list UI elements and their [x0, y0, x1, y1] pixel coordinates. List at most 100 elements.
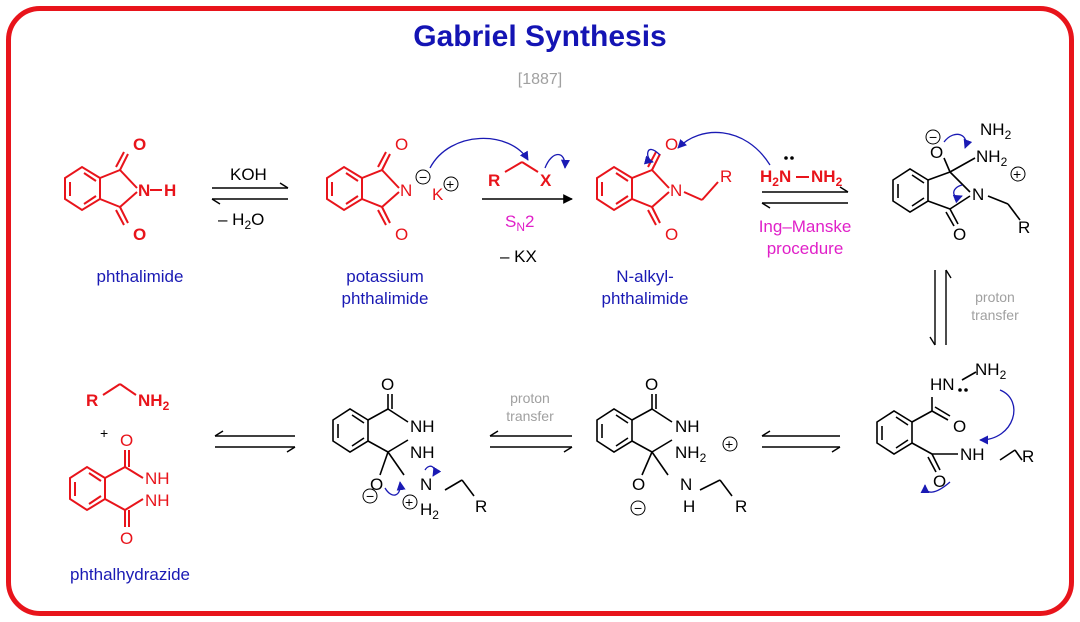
- phthalimide-label: phthalimide: [96, 267, 184, 286]
- vertical-equilibrium-arrow: [929, 269, 952, 346]
- carbonyl-arrow: [643, 148, 661, 165]
- potassium-plus: +: [446, 176, 454, 192]
- cyclic-intermediate-b: [596, 394, 733, 497]
- n-alkyl-o1: O: [665, 135, 678, 154]
- ing-manske-label-1: Ing–Manske: [758, 217, 852, 236]
- minus-h2o-condition: – H2O: [218, 210, 264, 232]
- n-alkyl-phthalimide-structure: [596, 151, 719, 226]
- ro-nh2: NH2: [975, 360, 1007, 382]
- c-o1: O: [381, 375, 394, 394]
- int-a-plus: +: [1013, 166, 1021, 182]
- year-label: [1887]: [517, 71, 563, 88]
- sn2-condition: SN2: [505, 212, 534, 234]
- equilibrium-arrow-6: [489, 430, 573, 453]
- proton-transfer-right-2: transfer: [971, 307, 1019, 323]
- n-alkyl-o2: O: [665, 225, 678, 244]
- minus-kx-condition: – KX: [500, 247, 537, 266]
- potassium-phthalimide-label-1: potassium: [346, 267, 424, 286]
- int-a-nh2: NH2: [980, 120, 1012, 142]
- phth-o2: O: [120, 529, 133, 548]
- ing-manske-label-2: procedure: [766, 239, 844, 258]
- ro-o1: O: [953, 417, 966, 436]
- k-phthalimide-o2: O: [395, 225, 408, 244]
- potassium-phthalimide-label-2: phthalimide: [341, 289, 429, 308]
- phth-nh1: NH: [145, 469, 170, 488]
- b-r: R: [735, 497, 747, 516]
- int-a-nh2-plus: NH2: [976, 147, 1008, 169]
- b-o2: O: [632, 475, 645, 494]
- ro-nh: NH: [960, 445, 985, 464]
- c-r: R: [475, 497, 487, 516]
- b-o-minus: −: [634, 500, 642, 516]
- b-nh2: NH2: [675, 443, 707, 465]
- ro-hn: HN: [930, 375, 955, 394]
- phthalimide-o1: O: [133, 135, 146, 154]
- amine-r: R: [86, 391, 98, 410]
- amine-nh2: NH2: [138, 391, 170, 413]
- hydrazine-attack-arrow: [677, 131, 771, 166]
- phth-nh2: NH: [145, 491, 170, 510]
- int-a-n: N: [972, 185, 984, 204]
- hydrazine: H2N: [760, 167, 791, 189]
- n-anion-minus: −: [419, 169, 427, 185]
- phthalimide-h: H: [164, 181, 176, 200]
- ro-arrow-1: [979, 389, 1015, 445]
- c-nh-2: NH: [410, 443, 435, 462]
- phthalimide-o2: O: [133, 225, 146, 244]
- c-h2: H2: [420, 500, 439, 522]
- c-arrow-1: [384, 481, 406, 496]
- phthalimide-n: N: [138, 181, 150, 200]
- primary-amine-structure: [102, 383, 137, 396]
- equilibrium-arrow-7: [214, 430, 296, 453]
- k-phthalimide-n: N: [400, 181, 412, 200]
- b-nh-lower: N: [680, 475, 692, 494]
- b-plus: +: [725, 436, 733, 452]
- c-o2: O: [370, 475, 383, 494]
- ro-r: R: [1022, 447, 1034, 466]
- int-a-arrow-1: [943, 133, 973, 149]
- alkyl-halide-structure: [504, 161, 539, 173]
- c-n-lower: N: [420, 475, 432, 494]
- n-alkyl-n: N: [670, 181, 682, 200]
- proton-transfer-bottom-1: proton: [510, 390, 550, 406]
- int-a-o-minus: −: [929, 129, 937, 145]
- n-alkyl-phthalimide-label-1: N-alkyl-: [616, 267, 674, 286]
- int-a-r: R: [1018, 218, 1030, 237]
- equilibrium-arrow-4: [761, 186, 849, 209]
- phthalimide-structure: [64, 151, 162, 226]
- n-alkyl-phthalimide-label-2: phthalimide: [601, 289, 689, 308]
- alkyl-halide-r: R: [488, 171, 500, 190]
- nucleophilic-attack-arrow: [429, 137, 529, 169]
- phthalhydrazide-label: phthalhydrazide: [69, 565, 191, 584]
- ro-o2: O: [933, 472, 946, 491]
- b-h-lower: H: [683, 497, 695, 516]
- proton-transfer-bottom-2: transfer: [506, 408, 554, 424]
- int-a-o: O: [930, 143, 943, 162]
- plus-sign: +: [100, 425, 108, 441]
- b-nh: NH: [675, 417, 700, 436]
- c-arrow-2: [424, 465, 442, 477]
- hydrazine-nh2: NH2: [811, 167, 843, 189]
- int-a-arrow-2: [952, 184, 963, 204]
- c-o-minus: −: [366, 488, 374, 504]
- red-rounded-frame: [6, 6, 1074, 616]
- ro-arrow-2: [920, 481, 951, 494]
- potassium-k: K: [432, 185, 444, 204]
- cyclic-intermediate-c: [332, 394, 475, 497]
- alkyl-halide-x: X: [540, 171, 552, 190]
- phth-o1: O: [120, 431, 133, 450]
- k-phthalimide-o1: O: [395, 135, 408, 154]
- c-nh: NH: [410, 417, 435, 436]
- equilibrium-arrow-5: [761, 430, 841, 453]
- diagram-title: Gabriel Synthesis: [413, 20, 667, 53]
- koh-condition: KOH: [230, 165, 267, 184]
- potassium-phthalimide-structure: [326, 151, 400, 226]
- int-a-o2: O: [953, 225, 966, 244]
- b-o1: O: [645, 375, 658, 394]
- n-alkyl-r: R: [720, 167, 732, 186]
- phthalhydrazide-structure: [69, 450, 144, 527]
- c-plus: +: [405, 494, 413, 510]
- leaving-group-arrow: [544, 153, 570, 169]
